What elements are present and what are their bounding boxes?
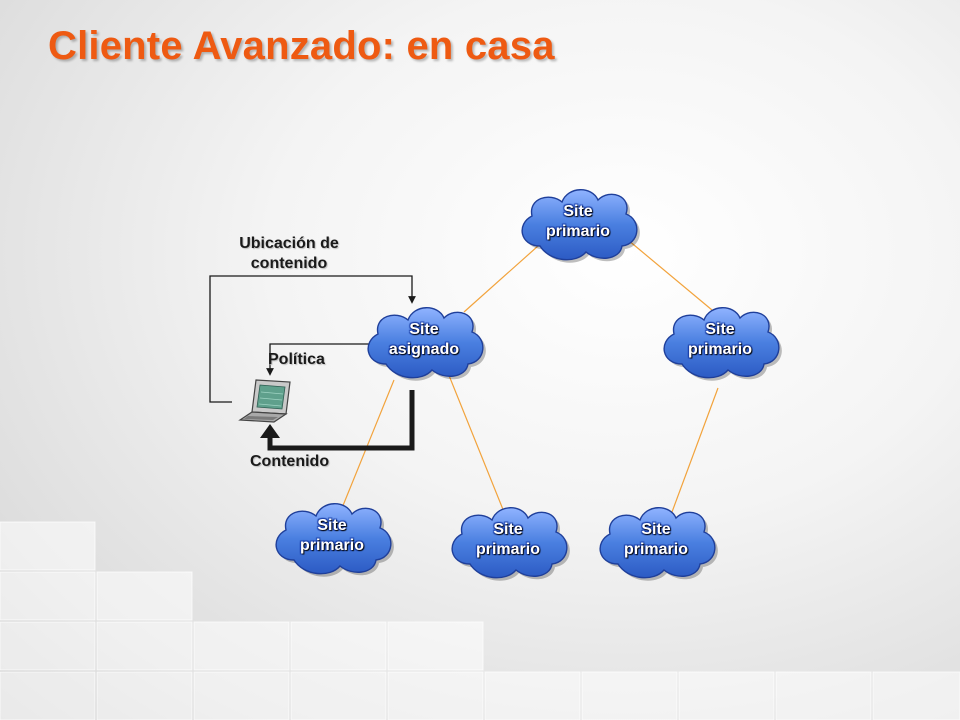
node-bottom-left-line1: Site [317, 517, 347, 534]
node-bottom-left-label: Site primario [252, 516, 412, 556]
connector-top-assigned [463, 245, 539, 313]
node-assigned-label: Site asignado [344, 320, 504, 360]
ubicacion-arrow [209, 275, 416, 403]
ubicacion-label-line1: Ubicación de [239, 235, 339, 252]
node-bottom-right-label: Site primario [576, 520, 736, 560]
bg-tile [775, 671, 872, 720]
bg-tile [678, 671, 775, 720]
node-bottom-mid-line1: Site [493, 521, 523, 538]
node-top-line1: Site [563, 203, 593, 220]
node-top-line2: primario [545, 223, 610, 240]
connector-assigned-bottom-left [341, 379, 395, 509]
node-bottom-left-line2: primario [299, 537, 364, 554]
bg-tile [290, 671, 387, 720]
node-right-label: Site primario [640, 320, 800, 360]
bg-tile [96, 671, 193, 720]
bg-tile [96, 621, 193, 671]
bg-tile [0, 571, 96, 621]
laptop-icon [238, 379, 291, 423]
politica-arrow [266, 343, 372, 376]
node-assigned-line1: Site [409, 321, 439, 338]
bg-tile [290, 621, 387, 671]
node-top-label: Site primario [498, 202, 658, 242]
connector-right-bottom-right [671, 387, 719, 513]
bg-tile [387, 621, 484, 671]
node-right-line1: Site [705, 321, 735, 338]
ubicacion-label-line2: contenido [250, 255, 328, 272]
bg-tile [0, 521, 96, 571]
bg-tile [96, 571, 193, 621]
connector-top-right [627, 239, 713, 311]
bg-tile [387, 671, 484, 720]
node-bottom-right-line2: primario [623, 541, 688, 558]
node-bottom-mid-line2: primario [475, 541, 540, 558]
bg-tile [193, 671, 290, 720]
node-right-line2: primario [687, 341, 752, 358]
bg-tile [0, 671, 96, 720]
contenido-arrow-head [260, 424, 280, 438]
bg-tile [0, 621, 96, 671]
contenido-arrow [267, 390, 415, 451]
bg-tile [581, 671, 678, 720]
node-bottom-mid-label: Site primario [428, 520, 588, 560]
politica-label: Política [268, 351, 325, 368]
ubicacion-label: Ubicación de contenido [214, 234, 364, 274]
node-bottom-right-line1: Site [641, 521, 671, 538]
node-assigned-line2: asignado [388, 341, 460, 358]
bg-tile [484, 671, 581, 720]
slide-title: Cliente Avanzado: en casa [48, 24, 555, 68]
connector-assigned-bottom-mid [445, 367, 505, 513]
bg-tile [193, 621, 290, 671]
bg-tile [872, 671, 960, 720]
contenido-label: Contenido [250, 453, 330, 470]
